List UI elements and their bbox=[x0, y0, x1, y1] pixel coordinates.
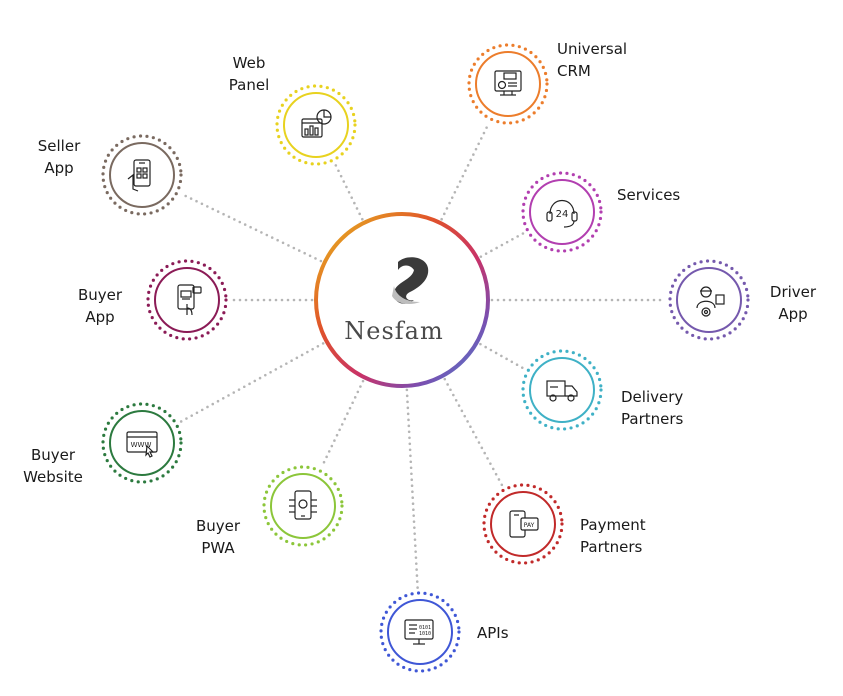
svg-text:24: 24 bbox=[556, 209, 569, 220]
node-dotted-ring bbox=[146, 259, 228, 341]
connector-payment-partners bbox=[443, 377, 504, 488]
mobile-circuit-icon bbox=[289, 490, 317, 520]
payment-card-icon: PAY bbox=[509, 510, 539, 538]
connector-buyer-website bbox=[178, 342, 325, 424]
node-services: 24 bbox=[521, 171, 603, 253]
central-hub: Nesfam bbox=[314, 212, 490, 388]
node-driver-app bbox=[668, 259, 750, 341]
label-services: Services bbox=[617, 186, 681, 204]
connector-apis bbox=[405, 388, 419, 591]
headset-24-icon: 24 bbox=[546, 199, 578, 228]
hub-logo-icon bbox=[392, 257, 429, 304]
label-seller-app: Seller App bbox=[37, 137, 81, 177]
label-buyer-website: Buyer Website bbox=[23, 446, 83, 486]
node-dotted-ring bbox=[101, 134, 183, 216]
connector-services bbox=[479, 231, 526, 258]
node-dotted-ring bbox=[521, 349, 603, 431]
node-universal-crm bbox=[467, 43, 549, 125]
label-delivery-partners: Delivery Partners bbox=[621, 388, 684, 428]
label-payment-partners: Payment Partners bbox=[580, 516, 646, 556]
svg-text:PAY: PAY bbox=[524, 522, 535, 529]
node-dotted-ring bbox=[467, 43, 549, 125]
connector-seller-app bbox=[179, 192, 323, 263]
connector-universal-crm bbox=[440, 121, 491, 221]
node-inner-ring bbox=[529, 357, 595, 423]
svg-text:WWW: WWW bbox=[131, 441, 152, 449]
node-dotted-ring bbox=[275, 84, 357, 166]
node-delivery-partners bbox=[521, 349, 603, 431]
node-inner-ring bbox=[387, 599, 453, 665]
dashboard-chart-icon bbox=[301, 109, 332, 138]
delivery-truck-icon bbox=[546, 380, 578, 402]
node-inner-ring bbox=[676, 267, 742, 333]
node-dotted-ring bbox=[482, 483, 564, 565]
node-dotted-ring bbox=[101, 402, 183, 484]
node-inner-ring bbox=[109, 142, 175, 208]
crm-monitor-icon bbox=[494, 70, 522, 96]
label-web-panel: Web Panel bbox=[228, 54, 270, 94]
hub-logo-text: Nesfam bbox=[344, 317, 443, 345]
label-universal-crm: Universal CRM bbox=[557, 40, 628, 80]
connector-buyer-pwa bbox=[320, 379, 365, 469]
node-inner-ring bbox=[154, 267, 220, 333]
node-inner-ring bbox=[475, 51, 541, 117]
node-buyer-pwa bbox=[262, 465, 344, 547]
connector-web-panel bbox=[333, 162, 364, 221]
node-inner-ring bbox=[270, 473, 336, 539]
node-dotted-ring bbox=[521, 171, 603, 253]
svg-text:0101: 0101 bbox=[419, 625, 431, 631]
node-payment-partners: PAY bbox=[482, 483, 564, 565]
connector-delivery-partners bbox=[479, 342, 526, 371]
delivery-driver-icon bbox=[696, 286, 725, 317]
node-web-panel bbox=[275, 84, 357, 166]
node-inner-ring bbox=[109, 410, 175, 476]
label-buyer-app: Buyer App bbox=[77, 286, 123, 326]
node-seller-app bbox=[101, 134, 183, 216]
node-buyer-app bbox=[146, 259, 228, 341]
node-apis: 0101 1010 bbox=[379, 591, 461, 673]
svg-text:1010: 1010 bbox=[419, 631, 431, 637]
browser-www-icon: WWW bbox=[126, 431, 158, 458]
node-inner-ring bbox=[529, 179, 595, 245]
mobile-store-icon bbox=[127, 159, 151, 192]
label-driver-app: Driver App bbox=[769, 283, 817, 323]
label-apis: APIs bbox=[477, 624, 509, 642]
mobile-touch-icon bbox=[177, 284, 202, 316]
node-inner-ring bbox=[283, 92, 349, 158]
node-dotted-ring bbox=[379, 591, 461, 673]
api-code-monitor-icon: 0101 1010 bbox=[404, 619, 434, 645]
node-buyer-website: WWW bbox=[101, 402, 183, 484]
node-dotted-ring bbox=[262, 465, 344, 547]
label-buyer-pwa: Buyer PWA bbox=[195, 517, 241, 557]
node-dotted-ring bbox=[668, 259, 750, 341]
connector-lines bbox=[178, 121, 668, 591]
